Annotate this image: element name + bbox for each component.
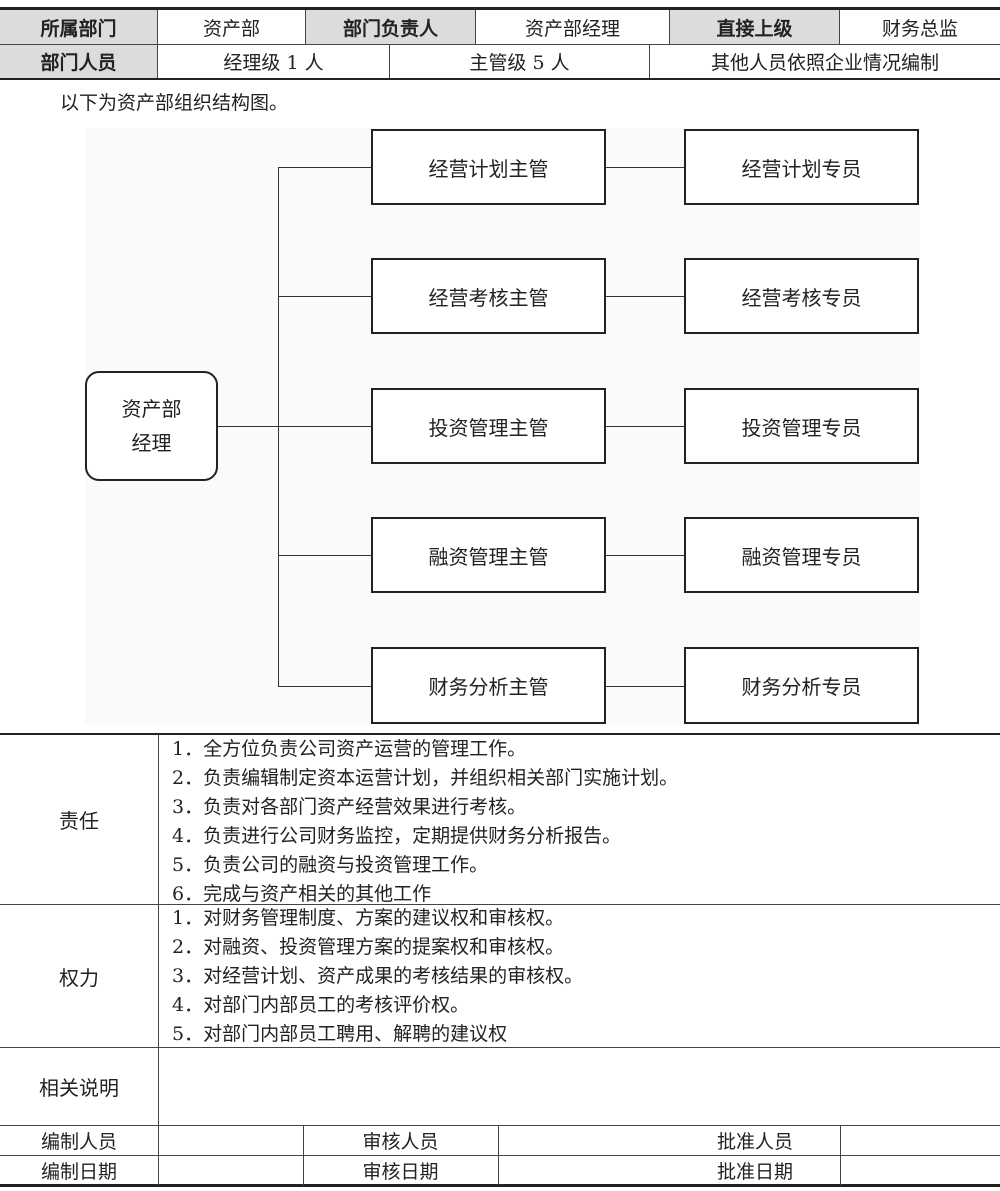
approver-label: 批准人员 [716,1131,793,1153]
header-row-divider [0,44,1000,45]
specialist-box: 经营计划专员 [684,129,919,205]
superior-value: 财务总监 [881,17,958,40]
dept-label: 所属部门 [0,10,158,44]
row-divider [0,1155,1000,1156]
authority-item: 3．对经营计划、资产成果的考核结果的审核权。 [172,965,584,987]
supervisor-box: 财务分析主管 [371,647,606,724]
staff-manager: 经理级 1 人 [158,45,390,78]
row-divider [0,1125,1000,1126]
row-divider [0,904,1000,905]
root-label-line2: 经理 [131,431,172,455]
staff-supervisor: 主管级 5 人 [390,45,650,78]
specialist-box: 融资管理专员 [684,517,919,593]
bottom-rule [0,1184,1000,1187]
specialist-box: 经营考核专员 [684,258,919,334]
supervisor-box: 经营计划主管 [371,129,606,205]
compile-date-label: 编制日期 [40,1160,117,1183]
supervisor-box: 经营考核主管 [371,258,606,334]
lower-table-top-rule [0,733,1000,735]
label-column-divider [158,735,159,1185]
superior-label: 直接上级 [670,10,840,44]
intro-text: 以下为资产部组织结构图。 [60,92,289,114]
specialist-link [605,167,685,168]
trunk-line [278,167,279,687]
footer-divider [498,1126,499,1185]
branch-line [278,555,372,556]
responsibility-list: 1．全方位负责公司资产运营的管理工作。 2．负责编辑制定资本运营计划，并组织相关… [172,735,678,909]
responsibility-item: 3．负责对各部门资产经营效果进行考核。 [172,796,527,818]
root-box: 资产部 经理 [85,371,218,481]
responsibility-item: 4．负责进行公司财务监控，定期提供财务分析报告。 [172,825,622,847]
branch-line [278,686,372,687]
authority-item: 1．对财务管理制度、方案的建议权和审核权。 [172,907,565,929]
reviewer-label: 审核人员 [362,1131,439,1153]
specialist-link [605,686,685,687]
root-connector [218,426,279,427]
footer-divider [840,1126,841,1185]
specialist-box: 投资管理专员 [684,388,919,464]
notes-label: 相关说明 [39,1076,119,1100]
branch-line [278,426,372,427]
responsibility-item: 1．全方位负责公司资产运营的管理工作。 [172,738,527,760]
head-value: 资产部经理 [476,10,670,44]
header-bottom-rule [0,78,1000,80]
row-divider [0,1047,1000,1048]
specialist-link [605,296,685,297]
review-date-label: 审核日期 [362,1160,439,1183]
responsibility-item: 6．完成与资产相关的其他工作 [172,883,432,905]
supervisor-box: 投资管理主管 [371,388,606,464]
staff-label: 部门人员 [0,45,158,78]
authority-item: 4．对部门内部员工的考核评价权。 [172,994,470,1016]
compiler-label: 编制人员 [40,1131,117,1153]
root-label-line1: 资产部 [121,397,182,421]
branch-line [278,167,372,168]
specialist-box: 财务分析专员 [684,647,919,724]
staff-other: 其他人员依照企业情况编制 [710,52,939,74]
responsibility-item: 2．负责编辑制定资本运营计划，并组织相关部门实施计划。 [172,767,679,789]
head-label: 部门负责人 [306,10,476,44]
responsibility-item: 5．负责公司的融资与投资管理工作。 [172,854,489,876]
dept-value: 资产部 [158,10,306,44]
specialist-link [605,555,685,556]
authority-list: 1．对财务管理制度、方案的建议权和审核权。 2．对融资、投资管理方案的提案权和审… [172,904,583,1049]
approve-date-label: 批准日期 [716,1160,793,1183]
responsibility-label: 责任 [59,809,99,833]
authority-label: 权力 [59,965,99,990]
specialist-link [605,426,685,427]
top-rule [0,7,1000,10]
authority-item: 5．对部门内部员工聘用、解聘的建议权 [172,1023,508,1045]
footer-divider [303,1126,304,1185]
branch-line [278,296,372,297]
supervisor-box: 融资管理主管 [371,517,606,593]
authority-item: 2．对融资、投资管理方案的提案权和审核权。 [172,936,565,958]
